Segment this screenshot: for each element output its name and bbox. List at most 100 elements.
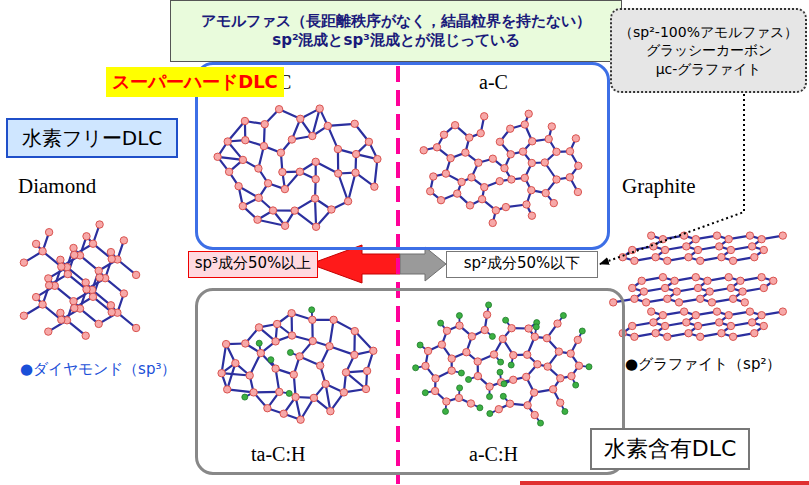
carbon-atom: [727, 246, 734, 253]
carbon-atom: [326, 343, 333, 350]
node-text: sp²成分50%以下: [464, 254, 581, 274]
node-text: グラッシーカーボン: [646, 41, 772, 59]
material-name: Graphite: [622, 174, 695, 199]
carbon-atom: [541, 159, 548, 166]
carbon-atom: [214, 153, 221, 160]
carbon-atom: [455, 394, 462, 401]
carbon-atom: [746, 308, 753, 315]
carbon-atom: [523, 201, 530, 208]
carbon-atom: [462, 149, 469, 156]
carbon-atom: [222, 340, 229, 347]
carbon-atom: [239, 202, 246, 209]
carbon-atom: [443, 398, 450, 405]
carbon-atom: [640, 288, 647, 295]
carbon-atom: [477, 130, 484, 137]
carbon-atom: [510, 352, 517, 359]
carbon-atom: [448, 355, 455, 362]
carbon-atom: [317, 362, 324, 369]
carbon-atom: [269, 207, 276, 214]
carbon-atom: [456, 322, 463, 329]
carbon-atom: [432, 375, 439, 382]
bond-line: [338, 174, 348, 202]
carbon-atom: [574, 188, 581, 195]
carbon-atom: [548, 123, 555, 130]
node-text: sp²混成とsp³混成とが混じっている: [272, 31, 519, 51]
carbon-atom: [440, 131, 447, 138]
arrow-label: sp²成分50%以下: [446, 251, 598, 278]
carbon-atom: [751, 254, 758, 261]
carbon-atom: [45, 282, 52, 289]
carbon-atom: [496, 178, 503, 185]
carbon-atom: [694, 322, 701, 329]
dotted-connector: [600, 94, 744, 264]
carbon-atom: [741, 299, 748, 306]
carbon-atom: [529, 138, 536, 145]
carbon-atom: [451, 122, 458, 129]
hydrogen-atom: [573, 382, 579, 388]
category-box: 水素含有DLC: [590, 428, 750, 470]
carbon-atom: [250, 389, 257, 396]
carbon-atom: [58, 263, 65, 270]
carbon-atom: [264, 180, 271, 187]
carbon-atom: [70, 244, 77, 251]
carbon-atom: [631, 295, 638, 302]
carbon-atom: [365, 138, 372, 145]
carbon-atom: [725, 274, 732, 281]
carbon-atom: [737, 277, 744, 284]
carbon-atom: [89, 293, 96, 300]
sp2-arrow: [400, 247, 446, 281]
hydrogen-atom: [443, 408, 449, 414]
carbon-atom: [107, 248, 114, 255]
material-caption: ●ダイヤモンド（sp³）: [20, 360, 176, 378]
carbon-atom: [458, 178, 465, 185]
carbon-atom: [642, 299, 649, 306]
carbon-atom: [334, 145, 341, 152]
carbon-atom: [280, 410, 287, 417]
carbon-atom: [58, 316, 65, 323]
carbon-atom: [713, 232, 720, 239]
carbon-atom: [297, 115, 304, 122]
bond-line: [315, 199, 316, 227]
carbon-atom: [543, 335, 550, 342]
node-text: μc-グラファイト: [656, 60, 762, 78]
hydrogen-atom: [438, 320, 444, 326]
carbon-atom: [447, 155, 454, 162]
carbon-atom: [508, 176, 515, 183]
material-caption: ●グラファイト（sp²）: [625, 355, 781, 373]
carbon-atom: [567, 350, 574, 357]
hydrogen-atom: [503, 317, 509, 323]
carbon-atom: [524, 402, 531, 409]
carbon-atom: [648, 308, 655, 315]
carbon-atom: [489, 219, 496, 226]
carbon-atom: [246, 372, 253, 379]
carbon-atom: [96, 221, 103, 228]
carbon-atom: [664, 257, 671, 264]
tag-box: スーパーハードDLC: [106, 67, 284, 97]
carbon-atom: [239, 156, 246, 163]
bond-line: [222, 373, 250, 375]
carbon-atom: [70, 298, 77, 305]
carbon-atom: [478, 196, 485, 203]
carbon-atom: [748, 243, 755, 250]
hydrogen-atom: [287, 350, 293, 356]
carbon-atom: [120, 290, 127, 297]
hydrogen-atom: [533, 324, 539, 330]
carbon-atom: [438, 341, 445, 348]
carbon-atom: [474, 372, 481, 379]
carbon-atom: [501, 165, 508, 172]
carbon-atom: [275, 106, 282, 113]
carbon-atom: [760, 284, 767, 291]
carbon-atom: [108, 255, 115, 262]
carbon-atom: [427, 188, 434, 195]
carbon-atom: [481, 184, 488, 191]
carbon-atom: [420, 147, 427, 154]
carbon-atom: [713, 308, 720, 315]
carbon-atom: [631, 333, 638, 340]
carbon-atom: [508, 325, 515, 332]
carbon-atom: [566, 174, 573, 181]
carbon-atom: [492, 207, 499, 214]
carbon-atom: [534, 361, 541, 368]
carbon-atom: [330, 316, 337, 323]
bond-line: [258, 220, 286, 226]
